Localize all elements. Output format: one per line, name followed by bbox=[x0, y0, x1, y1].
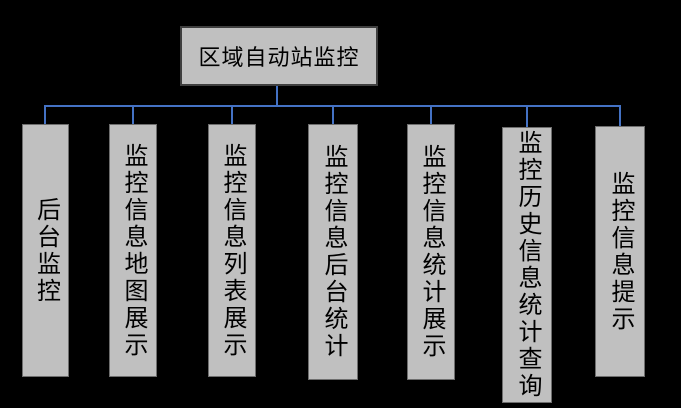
child-node-info-prompt: 监控信息提示 bbox=[595, 126, 645, 377]
child-node-history-statistics-query: 监控历史信息统计查询 bbox=[502, 127, 552, 403]
child-node-backstage-monitoring: 后台监控 bbox=[22, 124, 69, 377]
connector-drop-3 bbox=[231, 105, 233, 124]
child-node-label: 监控信息后台统计 bbox=[320, 144, 346, 360]
child-node-map-display: 监控信息地图展示 bbox=[109, 124, 157, 377]
child-node-backstage-statistics: 监控信息后台统计 bbox=[308, 124, 358, 380]
connector-drop-6 bbox=[526, 105, 528, 127]
child-node-label: 监控信息列表展示 bbox=[219, 142, 245, 359]
child-node-statistics-display: 监控信息统计展示 bbox=[407, 124, 455, 380]
child-node-label: 监控历史信息统计查询 bbox=[514, 130, 540, 400]
child-node-label: 监控信息提示 bbox=[607, 170, 633, 333]
connector-root-stem bbox=[276, 86, 278, 106]
child-node-label: 监控信息地图展示 bbox=[120, 142, 146, 359]
root-node: 区域自动站监控 bbox=[180, 26, 378, 86]
connector-drop-2 bbox=[132, 105, 134, 124]
connector-drop-4 bbox=[332, 105, 334, 124]
root-node-label: 区域自动站监控 bbox=[198, 45, 360, 70]
child-node-label: 监控信息统计展示 bbox=[418, 144, 444, 360]
connector-drop-7 bbox=[619, 105, 621, 126]
connector-drop-5 bbox=[430, 105, 432, 124]
connector-drop-1 bbox=[44, 105, 46, 124]
child-node-label: 后台监控 bbox=[32, 196, 59, 305]
child-node-list-display: 监控信息列表展示 bbox=[208, 124, 256, 377]
